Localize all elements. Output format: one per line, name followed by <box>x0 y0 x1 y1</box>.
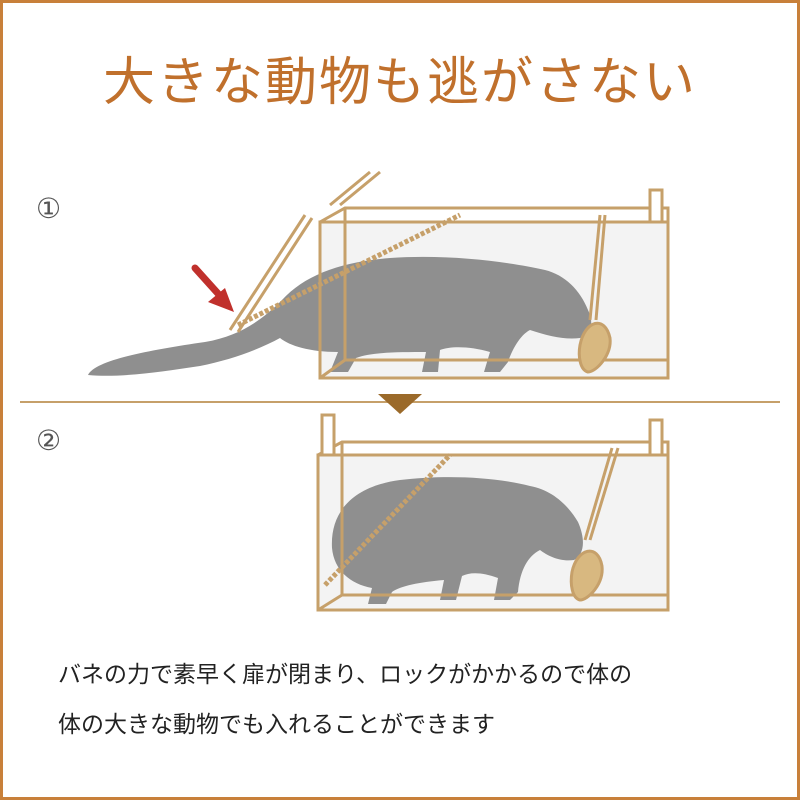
scene-1 <box>88 170 670 380</box>
animal-1 <box>88 256 592 376</box>
scene-2 <box>316 413 670 612</box>
step-2-marker: ② <box>36 424 62 457</box>
page-title: 大きな動物も逃がさない <box>102 53 697 113</box>
down-triangle-icon <box>378 394 422 414</box>
caption-line-1: バネの力で素早く扉が閉まり、ロックがかかるので体の <box>58 662 633 688</box>
caption-line-2: 体の大きな動物でも入れることができます <box>58 712 495 738</box>
step-1-marker: ① <box>36 192 62 225</box>
animal-2 <box>331 477 583 604</box>
cage-2-frame <box>316 453 670 612</box>
cage-1-frame <box>318 220 670 380</box>
arrow-icon <box>191 264 234 312</box>
